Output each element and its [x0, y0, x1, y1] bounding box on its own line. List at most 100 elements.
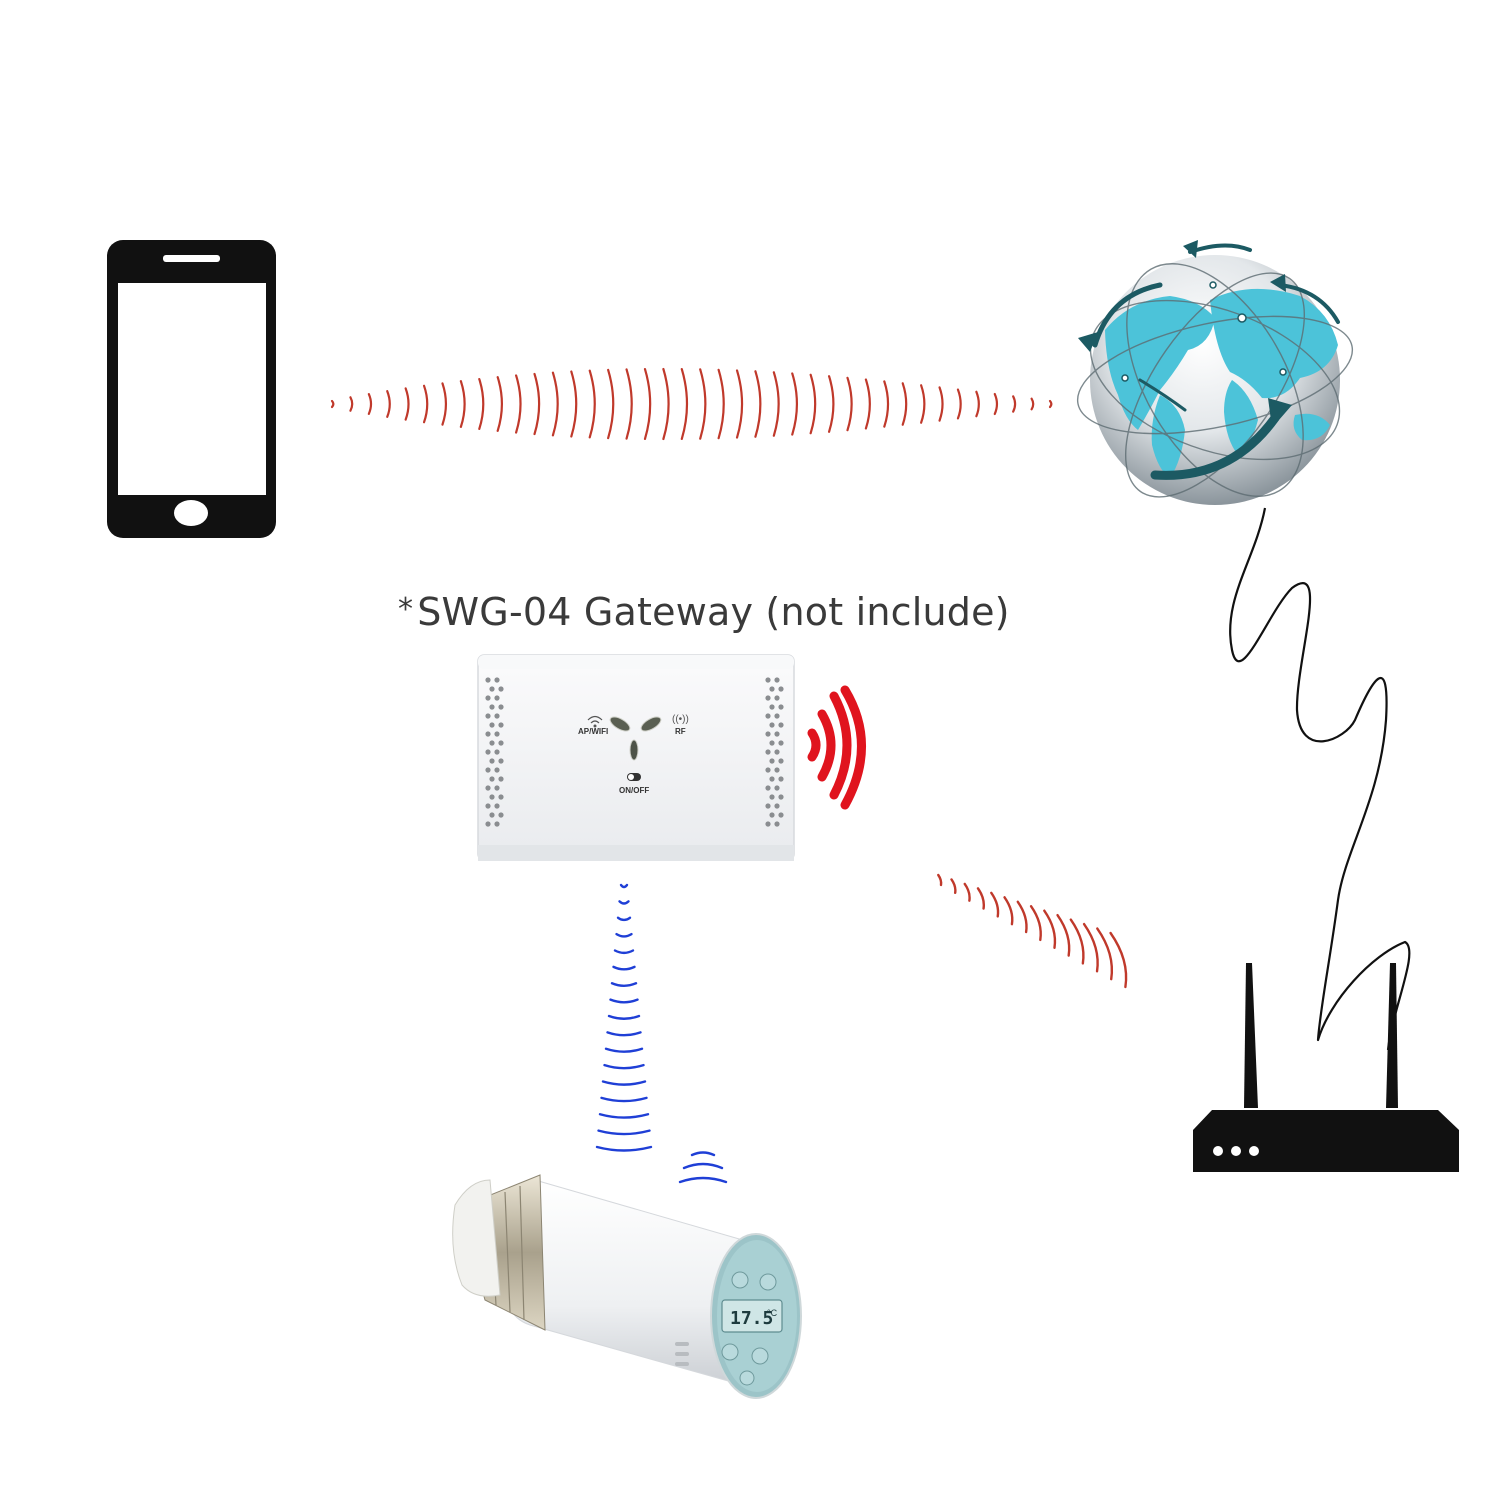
vent-hole [498, 794, 504, 800]
valve-button-minus[interactable] [751, 1347, 769, 1365]
signal-arc [993, 392, 999, 416]
vent-hole [494, 677, 500, 683]
vent-hole [769, 794, 775, 800]
signal-arc [330, 399, 335, 409]
vent-hole [494, 803, 500, 809]
signal-arc [616, 916, 632, 922]
vent-hole [498, 686, 504, 692]
signal-arc [680, 367, 689, 441]
vent-hole [769, 740, 775, 746]
signal-arc [570, 370, 578, 438]
signal-arc [975, 390, 980, 418]
vent-hole [765, 785, 771, 791]
gateway-valve-signal [595, 883, 653, 1152]
signal-arc [615, 932, 633, 938]
signal-arc [603, 1063, 645, 1070]
vent-hole [489, 794, 495, 800]
signal-arc [607, 368, 615, 440]
signal-arc [367, 393, 373, 415]
vent-hole [774, 749, 780, 755]
vent-hole [778, 812, 784, 818]
signal-arc [613, 949, 635, 955]
signal-arc [956, 388, 962, 420]
valve-lcd [721, 1299, 783, 1333]
signal-arc [386, 390, 391, 418]
caption-asterisk: * [398, 592, 414, 627]
signal-arc [515, 374, 522, 434]
vent-hole [498, 776, 504, 782]
valve-button-top-left[interactable] [731, 1271, 749, 1289]
vent-hole [774, 731, 780, 737]
vent-hole [485, 803, 491, 809]
valve-button-top-right[interactable] [759, 1273, 777, 1291]
signal-arc [1096, 927, 1114, 981]
signal-arc [422, 384, 429, 424]
gateway-device: AP/WIFI ((•)) RF ON/OFF [477, 654, 795, 861]
vent-hole [489, 686, 495, 692]
signal-arc [699, 368, 707, 440]
signal-arc [1029, 905, 1042, 942]
router-icon [1193, 963, 1459, 1172]
valve-button-bottom[interactable] [739, 1370, 755, 1386]
vent-hole [485, 695, 491, 701]
vent-hole [774, 785, 780, 791]
phone-globe-signal [330, 367, 1053, 441]
vent-hole [498, 740, 504, 746]
vent-hole [769, 722, 775, 728]
signal-arc [1043, 909, 1057, 949]
vent-hole [489, 722, 495, 728]
signal-arc [533, 372, 541, 436]
signal-arc [827, 375, 835, 433]
vent-hole [494, 785, 500, 791]
vent-hole [774, 767, 780, 773]
signal-arc [600, 1096, 648, 1103]
vent-hole [778, 722, 784, 728]
vent-hole [765, 695, 771, 701]
valve-button-plus[interactable] [721, 1343, 739, 1361]
signal-arc [610, 982, 638, 988]
signal-arc [920, 384, 926, 424]
gateway-rf-icon: ((•)) [672, 714, 689, 725]
vent-hole [774, 821, 780, 827]
signal-arc [459, 380, 466, 428]
signal-arc [1016, 900, 1028, 934]
signal-arc [937, 873, 943, 887]
vent-hole [494, 767, 500, 773]
vent-hole [769, 812, 775, 818]
vent-hole [774, 713, 780, 719]
thermostat-valve: 17.5 °C [452, 1174, 802, 1399]
vent-hole [778, 740, 784, 746]
gateway-wifi-icon [587, 715, 603, 724]
vent-hole [494, 713, 500, 719]
vent-hole [494, 749, 500, 755]
signal-arc [1069, 918, 1085, 965]
vent-hole [489, 704, 495, 710]
gateway-wifi-label: AP/WIFI [578, 727, 608, 736]
signal-arc [604, 1047, 644, 1053]
vent-hole [765, 713, 771, 719]
vent-hole [489, 812, 495, 818]
signal-arc [496, 376, 504, 432]
signal-arc [901, 382, 908, 426]
signal-arc [662, 367, 670, 441]
signal-arc [846, 376, 853, 432]
vent-hole [494, 695, 500, 701]
signal-arc [404, 387, 410, 421]
vent-hole [769, 704, 775, 710]
gateway-rf-waves [807, 685, 866, 810]
signal-arc [1003, 896, 1014, 926]
signal-arc [595, 1145, 653, 1152]
vent-hole [778, 758, 784, 764]
signal-arc [598, 1113, 650, 1119]
signal-arc [349, 396, 354, 412]
signal-arc [864, 378, 871, 430]
vent-hole [769, 686, 775, 692]
gateway-vent-left [485, 677, 504, 827]
vent-hole [774, 695, 780, 701]
vent-hole [485, 767, 491, 773]
vent-hole [494, 821, 500, 827]
signal-arc [735, 369, 744, 439]
vent-hole [489, 740, 495, 746]
gateway-switch-label: ON/OFF [619, 786, 649, 795]
vent-hole [485, 731, 491, 737]
